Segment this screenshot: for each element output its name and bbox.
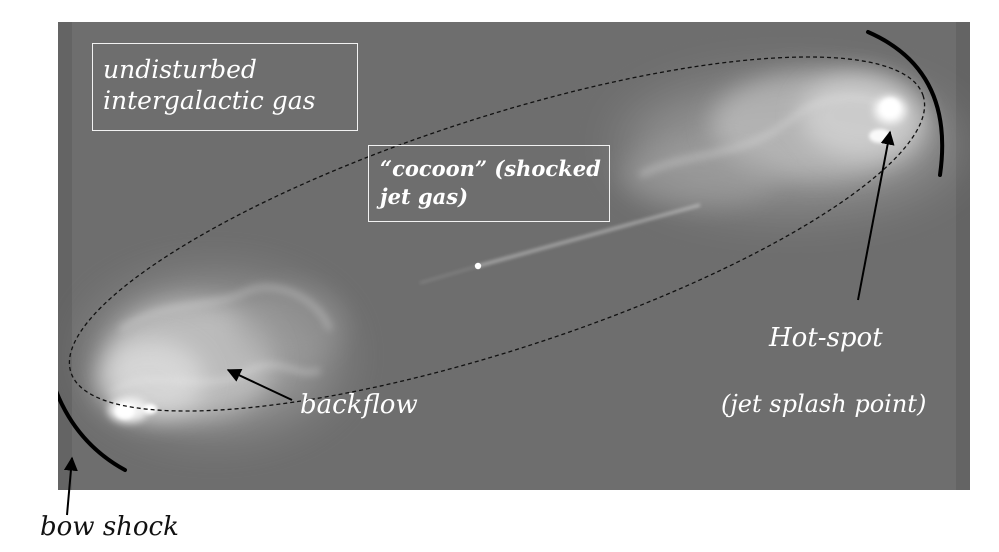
backflow-label: backflow [300, 390, 418, 420]
cocoon-label-line2: jet gas) [380, 184, 469, 209]
backflow-arrow [226, 369, 293, 401]
undisturbed-gas-label-line1: undisturbed [103, 55, 257, 84]
left-lobe [95, 283, 345, 427]
hotspot-arrow [857, 130, 895, 301]
right-edge-shadow [956, 22, 970, 490]
undisturbed-gas-box: undisturbed intergalactic gas [92, 43, 358, 131]
counter-jet [419, 265, 479, 284]
bow-shock-arc-left [58, 390, 127, 472]
left-edge-shadow [58, 22, 72, 490]
bow-shock-arrow [63, 456, 78, 516]
cocoon-label-line1: “cocoon” (shocked [380, 156, 601, 181]
jet-splash-label: (jet splash point) [721, 390, 927, 418]
cocoon-outline [68, 56, 926, 412]
bow-shock-label: bow shock [40, 512, 179, 542]
undisturbed-gas-label-line2: intergalactic gas [103, 86, 316, 115]
galaxy-core [474, 262, 482, 270]
right-lobe [620, 70, 955, 207]
cocoon-box: “cocoon” (shocked jet gas) [368, 145, 610, 222]
bow-shock-arc-right [866, 30, 945, 177]
jet [477, 203, 701, 268]
hotspot-label: Hot-spot [769, 323, 883, 353]
